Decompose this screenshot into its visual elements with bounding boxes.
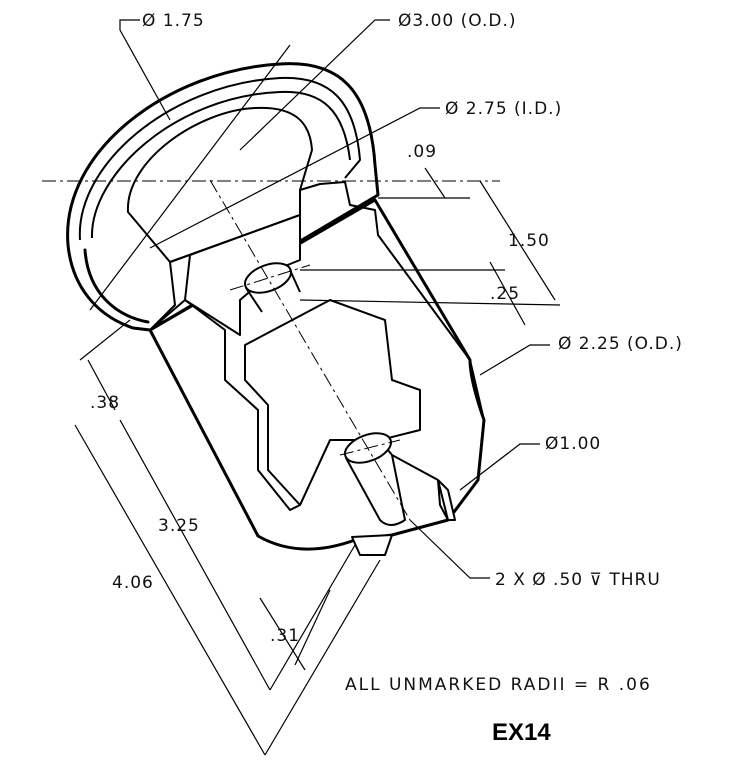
- counterbore: [126, 106, 313, 263]
- dim-dia-300: Ø3.00 (O.D.): [398, 11, 517, 31]
- dim-038: .38: [90, 393, 120, 413]
- dimension-lines: [74, 19, 561, 756]
- bottom-step: [351, 534, 393, 556]
- dim-406: 4.06: [112, 573, 154, 593]
- dim-025: .25: [490, 284, 520, 304]
- centerline-hole-2: [339, 439, 401, 456]
- dim-150: 1.50: [508, 231, 550, 251]
- centerline-hole-1: [229, 264, 311, 291]
- dim-dia-225: Ø 2.25 (O.D.): [558, 334, 683, 354]
- lower-hole-bore: [345, 454, 406, 526]
- dim-009: .09: [407, 142, 437, 162]
- centerline-axis: [209, 179, 411, 521]
- dim-dia-175: Ø 1.75: [142, 11, 205, 31]
- right-notch: [437, 479, 456, 521]
- dimension-labels: Ø 1.75 Ø3.00 (O.D.) Ø 2.75 (I.D.) .09 1.…: [90, 11, 683, 746]
- dim-dia-100: Ø1.00: [545, 434, 601, 454]
- part-body: [42, 62, 500, 556]
- dim-031: .31: [270, 626, 300, 646]
- dim-dia-275: Ø 2.75 (I.D.): [445, 99, 562, 119]
- radii-note: ALL UNMARKED RADII = R .06: [345, 675, 652, 695]
- upper-hole-bore: [245, 269, 301, 313]
- dim-holes: 2 X Ø .50 ⊽ THRU: [495, 570, 661, 590]
- flange-edge: [83, 248, 150, 324]
- drawing-title: EX14: [492, 719, 551, 746]
- dim-325: 3.25: [158, 516, 200, 536]
